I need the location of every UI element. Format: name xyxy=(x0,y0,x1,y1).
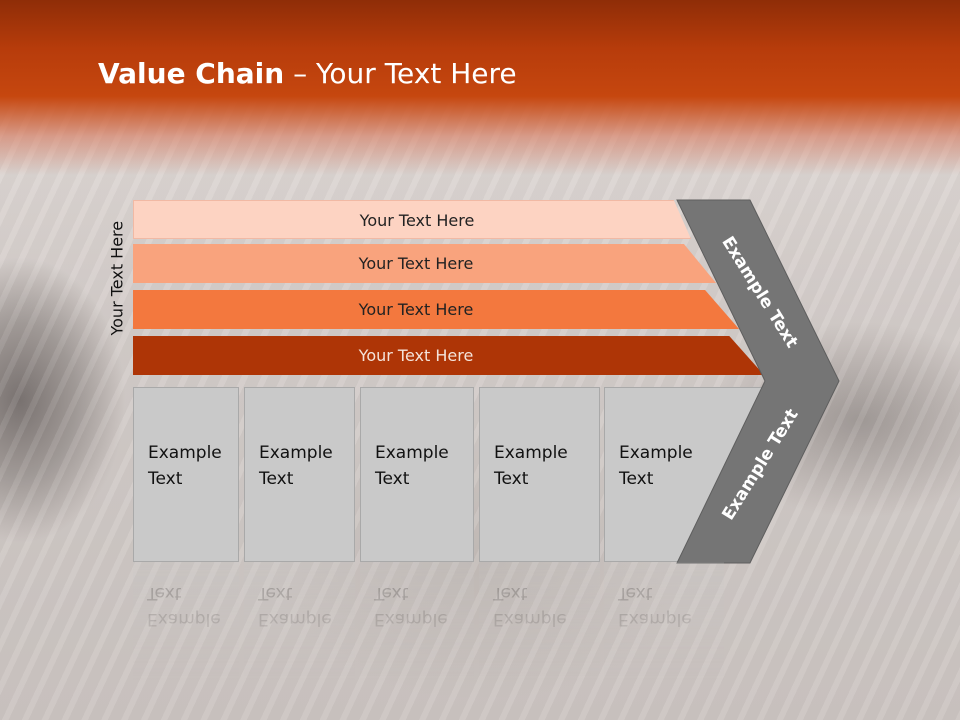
support-band-2[interactable]: Your Text Here xyxy=(133,244,716,283)
support-band-2-label: Your Text Here xyxy=(358,254,474,273)
box-4-line2: Text xyxy=(494,469,529,489)
box-5-line1: Example xyxy=(619,443,693,463)
box-2-line1: Example xyxy=(259,443,333,463)
primary-activity-box-2[interactable]: Example Text xyxy=(244,387,355,562)
support-band-3-label: Your Text Here xyxy=(358,300,474,319)
title-bold: Value Chain xyxy=(98,57,285,90)
support-band-4-label: Your Text Here xyxy=(358,346,474,365)
title-rest: – Your Text Here xyxy=(284,57,517,90)
box-5-line2: Text xyxy=(619,469,654,489)
primary-activity-box-3[interactable]: Example Text xyxy=(360,387,474,562)
box-3-line2: Text xyxy=(375,469,410,489)
box-4-line1: Example xyxy=(494,443,568,463)
chevron-arrow[interactable] xyxy=(676,199,840,564)
slide-title[interactable]: Value Chain – Your Text Here xyxy=(98,54,517,94)
primary-activity-box-4[interactable]: Example Text xyxy=(479,387,600,562)
title-bar xyxy=(0,0,960,175)
box-2-line2: Text xyxy=(259,469,294,489)
box-1-line2: Text xyxy=(148,469,183,489)
box-1-line1: Example xyxy=(148,443,222,463)
support-band-3[interactable]: Your Text Here xyxy=(133,290,739,329)
box-3-line1: Example xyxy=(375,443,449,463)
support-band-1-label: Your Text Here xyxy=(359,211,475,230)
support-band-4[interactable]: Your Text Here xyxy=(133,336,764,375)
support-band-1[interactable]: Your Text Here xyxy=(133,200,691,239)
primary-activity-box-1[interactable]: Example Text xyxy=(133,387,239,562)
